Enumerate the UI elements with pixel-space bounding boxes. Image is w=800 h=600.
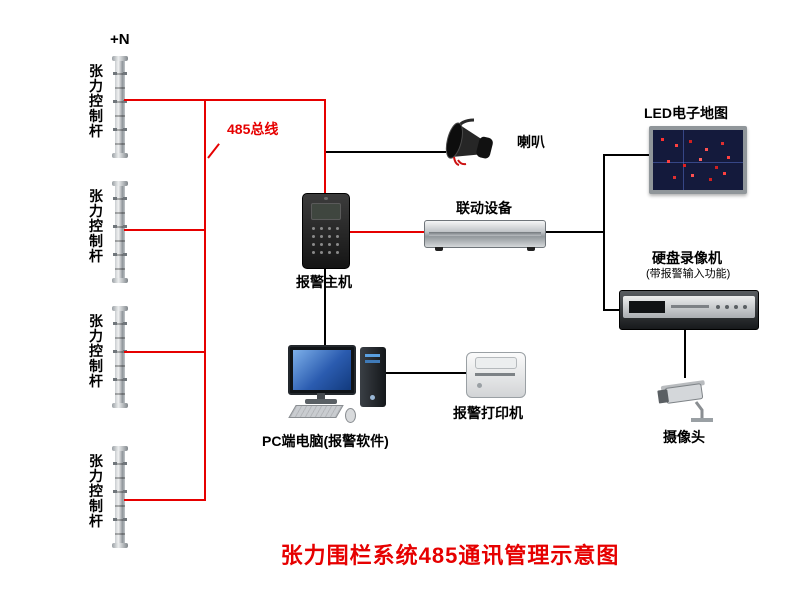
pole-cap-top bbox=[112, 306, 128, 311]
pole-cap-bottom bbox=[112, 278, 128, 283]
led-map-gridline bbox=[683, 130, 684, 190]
pole-rod bbox=[115, 61, 125, 153]
wire-pole4-bus bbox=[124, 499, 206, 501]
plus-n-annotation: +N bbox=[110, 31, 130, 48]
dvr-display bbox=[629, 301, 665, 313]
pole-rod bbox=[115, 311, 125, 403]
pc-monitor-base bbox=[305, 399, 337, 404]
pole-pins bbox=[113, 462, 117, 465]
camera-label: 摄像头 bbox=[663, 429, 705, 445]
speaker-label: 喇叭 bbox=[517, 134, 545, 150]
wire-host-to-pc bbox=[324, 267, 326, 345]
pc-mouse bbox=[345, 408, 356, 423]
led-map-label: LED电子地图 bbox=[644, 105, 728, 121]
printer-label: 报警打印机 bbox=[453, 405, 523, 421]
wire-bus-to-host-vertical bbox=[324, 99, 326, 193]
pc-monitor-stand bbox=[317, 393, 325, 400]
tension-pole-icon bbox=[112, 306, 128, 408]
tension-pole-icon bbox=[112, 446, 128, 548]
wire-pole3-bus bbox=[124, 351, 206, 353]
pole-cap-bottom bbox=[112, 153, 128, 158]
pole-pins bbox=[113, 322, 117, 325]
pole-pins bbox=[113, 197, 117, 200]
linkage-device-label: 联动设备 bbox=[456, 200, 512, 216]
pole-cap-top bbox=[112, 56, 128, 61]
wire-host-to-speaker bbox=[326, 151, 446, 153]
tension-pole-icon bbox=[112, 56, 128, 158]
wire-pole2-bus bbox=[124, 229, 206, 231]
printer-button bbox=[477, 383, 482, 388]
pc-monitor-screen bbox=[293, 350, 351, 390]
linkage-foot bbox=[435, 247, 443, 251]
wire-pc-to-printer bbox=[386, 372, 466, 374]
dvr-front-panel bbox=[623, 296, 755, 318]
dvr-slot bbox=[671, 305, 709, 308]
dvr-sublabel: (带报警输入功能) bbox=[646, 268, 731, 280]
wire-to-dvr bbox=[603, 309, 619, 311]
wire-485-bus-vertical bbox=[204, 99, 206, 501]
wire-linkage-to-junction bbox=[544, 231, 605, 233]
wire-host-to-linkage bbox=[348, 231, 424, 233]
pc-tower-drive-bay bbox=[365, 360, 380, 363]
wire-right-vertical bbox=[603, 154, 605, 311]
printer-icon bbox=[466, 352, 526, 398]
speaker-icon bbox=[442, 112, 500, 175]
pole-label: 张 力 控 制 杆 bbox=[89, 453, 103, 529]
pc-tower bbox=[360, 347, 386, 407]
wire-dvr-to-camera bbox=[684, 328, 686, 378]
pole-label: 张 力 控 制 杆 bbox=[89, 63, 103, 139]
dvr-label: 硬盘录像机 bbox=[652, 250, 722, 266]
pc-tower-power-button bbox=[370, 395, 375, 400]
diagram-title: 张力围栏系统485通讯管理示意图 bbox=[280, 543, 620, 568]
host-keypad bbox=[312, 227, 315, 230]
pole-label: 张 力 控 制 杆 bbox=[89, 313, 103, 389]
pole-label: 张 力 控 制 杆 bbox=[89, 188, 103, 264]
printer-slot bbox=[475, 373, 515, 376]
pc-tower-drive-bay bbox=[365, 354, 380, 357]
wire-pole1-bus bbox=[124, 99, 206, 101]
wire-bus-to-host-horizontal bbox=[204, 99, 326, 101]
pc-label: PC端电脑(报警软件) bbox=[262, 433, 389, 449]
bus-leader-tick bbox=[207, 143, 220, 159]
linkage-groove bbox=[429, 232, 541, 236]
alarm-host-label: 报警主机 bbox=[296, 274, 352, 290]
alarm-host-icon bbox=[302, 193, 350, 269]
bus-label: 485总线 bbox=[227, 121, 279, 137]
tension-pole-icon bbox=[112, 181, 128, 283]
wire-to-led-map bbox=[603, 154, 649, 156]
pc-monitor bbox=[288, 345, 356, 395]
camera-icon bbox=[650, 376, 722, 431]
led-map-gridline bbox=[653, 162, 743, 163]
pole-pins bbox=[113, 72, 117, 75]
pole-cap-top bbox=[112, 446, 128, 451]
pole-cap-bottom bbox=[112, 543, 128, 548]
host-screen bbox=[311, 203, 341, 220]
pole-cap-top bbox=[112, 181, 128, 186]
pole-rod bbox=[115, 451, 125, 543]
dvr-icon bbox=[619, 290, 759, 330]
led-map-icon bbox=[649, 126, 747, 194]
led-map-dots bbox=[661, 138, 664, 141]
pole-rod bbox=[115, 186, 125, 278]
host-indicator bbox=[324, 197, 328, 200]
linkage-foot bbox=[527, 247, 535, 251]
pole-cap-bottom bbox=[112, 403, 128, 408]
linkage-device-icon bbox=[424, 220, 546, 251]
printer-paper-roll bbox=[475, 357, 517, 369]
dvr-buttons bbox=[743, 305, 747, 309]
pc-keyboard bbox=[288, 405, 344, 418]
